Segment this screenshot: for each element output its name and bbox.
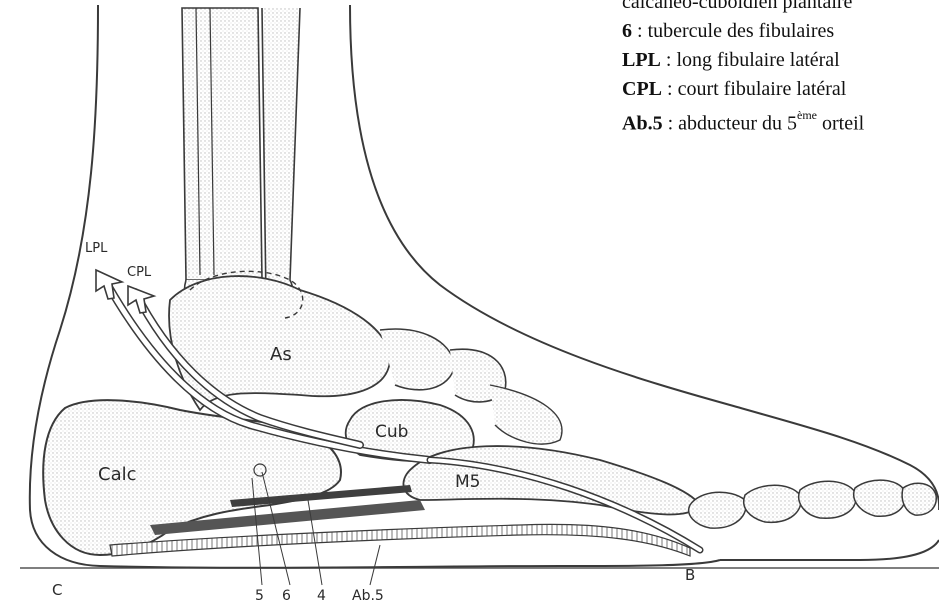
legend-separator: : xyxy=(661,49,677,71)
legend: calcanéo-cuboïdien plantaire 6 : tubercu… xyxy=(622,0,939,139)
label-as: As xyxy=(270,344,292,365)
legend-key: 6 xyxy=(622,20,632,42)
legend-separator: : xyxy=(632,20,648,42)
legend-key: Ab.5 xyxy=(622,113,663,135)
legend-text-tail: orteil xyxy=(817,113,864,135)
label-lpl: LPL xyxy=(85,241,108,256)
legend-text: abducteur du 5 xyxy=(678,113,797,135)
legend-key: CPL xyxy=(622,78,662,100)
foot-sole-outline xyxy=(100,560,720,568)
legend-superscript: ème xyxy=(797,108,817,122)
label-5: 5 xyxy=(255,588,264,604)
label-cpl: CPL xyxy=(127,265,152,280)
legend-key: LPL xyxy=(622,49,661,71)
label-4: 4 xyxy=(317,588,326,604)
bone-calcaneus xyxy=(43,400,341,555)
arrowhead-cpl xyxy=(128,286,154,313)
legend-separator: : xyxy=(662,78,678,100)
label-b: B xyxy=(685,566,695,584)
label-calc: Calc xyxy=(98,464,137,485)
label-m5: M5 xyxy=(455,472,480,492)
label-cub: Cub xyxy=(375,422,408,442)
legend-separator: : xyxy=(663,113,679,135)
legend-item: calcanéo-cuboïdien plantaire xyxy=(622,0,939,17)
legend-item: 6 : tubercule des fibulaires xyxy=(622,17,939,46)
legend-text: calcanéo-cuboïdien plantaire xyxy=(622,0,852,13)
toe-bones xyxy=(689,480,937,528)
legend-text: tubercule des fibulaires xyxy=(648,20,835,42)
label-ab5: Ab.5 xyxy=(352,588,384,604)
toe-outline xyxy=(720,540,939,560)
label-c: C xyxy=(52,581,62,599)
legend-text: long fibulaire latéral xyxy=(676,49,839,71)
legend-item: LPL : long fibulaire latéral xyxy=(622,46,939,75)
legend-item: Ab.5 : abducteur du 5ème orteil xyxy=(622,104,939,139)
legend-text: court fibulaire latéral xyxy=(678,78,847,100)
label-6: 6 xyxy=(282,588,291,604)
legend-item: CPL : court fibulaire latéral xyxy=(622,75,939,104)
